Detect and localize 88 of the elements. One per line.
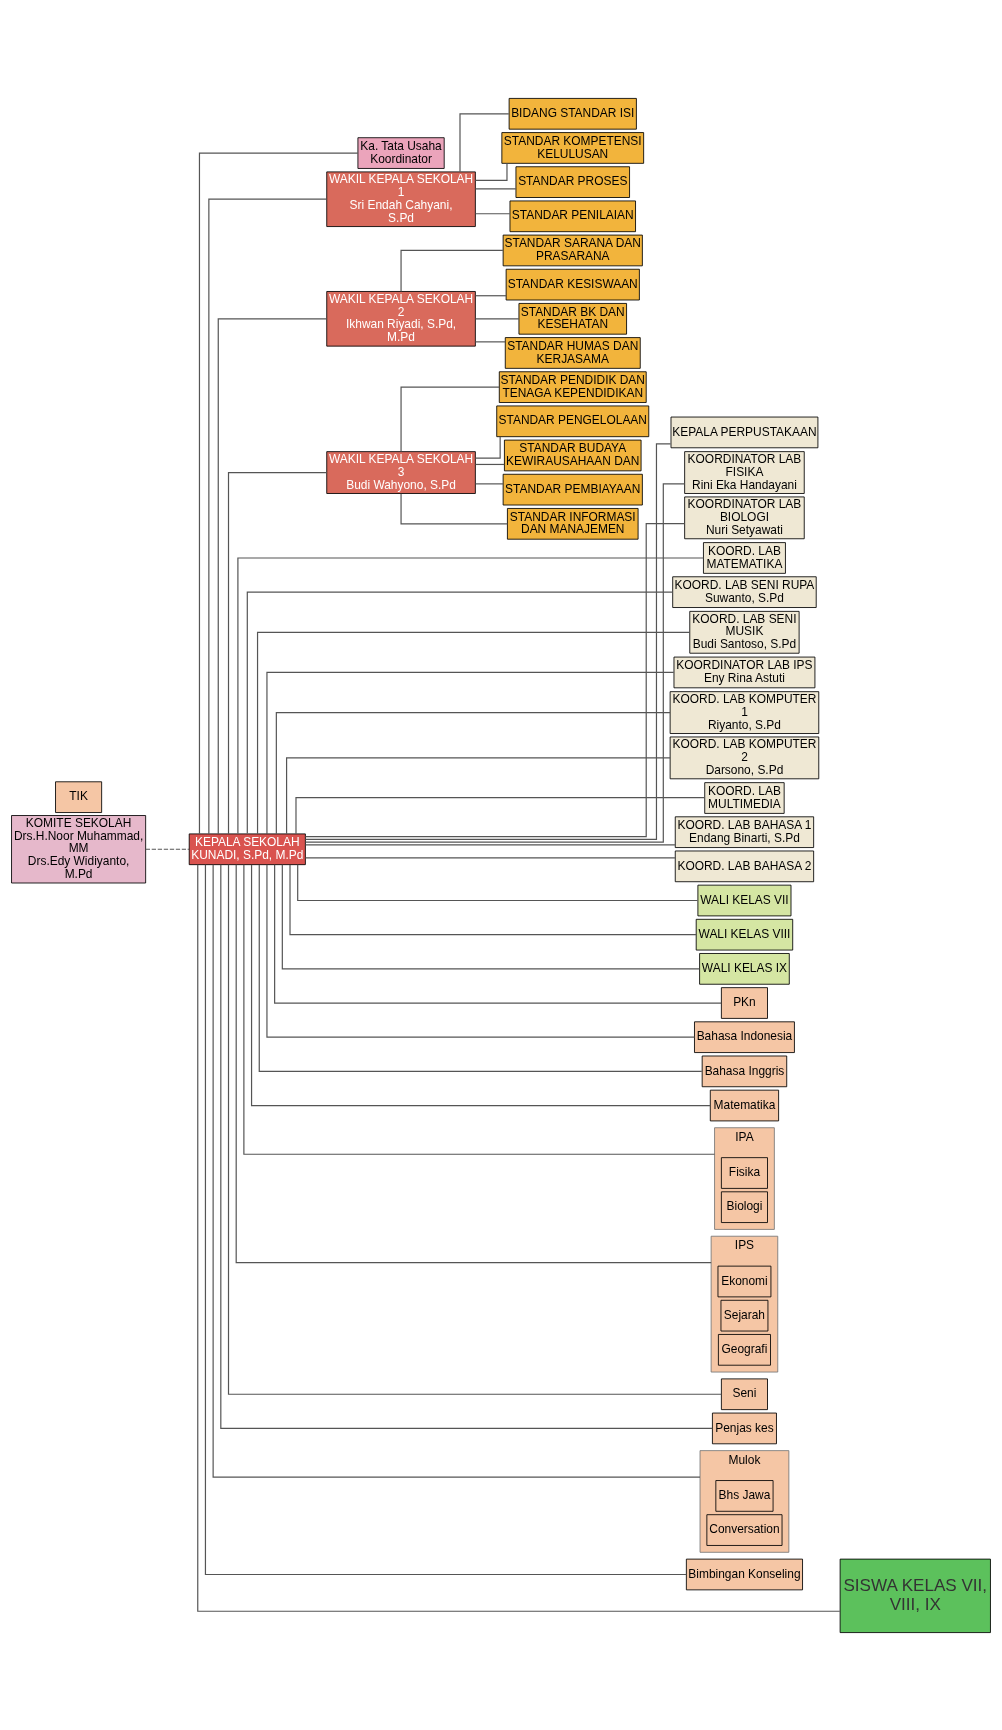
node-box: BIDANG STANDAR ISI bbox=[508, 97, 637, 130]
connector bbox=[475, 482, 504, 484]
node-box: KOORD. LAB SENI MUSIK Budi Santoso, S.Pd bbox=[689, 610, 800, 654]
node-box: KEPALA PERPUSTAKAAN bbox=[670, 416, 819, 448]
connector bbox=[400, 386, 500, 452]
node-box: WALI KELAS IX bbox=[699, 952, 790, 985]
node-box: WAKIL KEPALA SEKOLAH 1 Sri Endah Cahyani, S.Pd bbox=[326, 170, 476, 227]
node-box: WAKIL KEPALA SEKOLAH 3 Budi Wahyono, S.Pd bbox=[326, 450, 476, 494]
connector bbox=[474, 436, 501, 459]
connector bbox=[145, 848, 190, 850]
node-box: Geografi bbox=[717, 1333, 771, 1366]
connector bbox=[237, 556, 704, 834]
connector bbox=[400, 492, 508, 524]
connector bbox=[304, 843, 676, 845]
connector bbox=[235, 863, 712, 1263]
connector bbox=[243, 863, 716, 1155]
connector bbox=[297, 863, 699, 901]
connector bbox=[256, 631, 691, 834]
node-box: Bahasa Inggris bbox=[701, 1055, 788, 1087]
node-box: WAKIL KEPALA SEKOLAH 2 Ikhwan Riyadi, S.Pd, M.Pd bbox=[326, 290, 476, 347]
connector bbox=[274, 863, 722, 1004]
node-box: STANDAR PENGELOLAAN bbox=[496, 405, 650, 437]
connector bbox=[475, 340, 506, 342]
node-box: Ekonomi bbox=[717, 1265, 772, 1297]
connector bbox=[266, 671, 675, 834]
connector bbox=[475, 463, 505, 465]
node-box: Fisika bbox=[720, 1156, 768, 1189]
node-box: KOORDINATOR LAB IPS Eny Rina Astuti bbox=[673, 656, 816, 688]
node-box: SISWA KELAS VII, VIII, IX bbox=[839, 1558, 991, 1633]
node-box: KOORD. LAB KOMPUTER 2 Darsono, S.Pd bbox=[669, 736, 820, 779]
node-box: STANDAR HUMAS DAN KERJASAMA bbox=[504, 336, 641, 369]
connector bbox=[246, 591, 674, 834]
connector bbox=[281, 863, 700, 969]
node-box: KOORD. LAB BAHASA 1 Endang Binarti, S.Pd bbox=[674, 815, 815, 848]
node-box: Penjas kes bbox=[712, 1412, 777, 1444]
connector bbox=[217, 317, 328, 834]
node-box: STANDAR KESISWAAN bbox=[505, 268, 640, 300]
node-box: TIK bbox=[55, 780, 103, 813]
connector bbox=[275, 711, 671, 834]
node-box: STANDAR SARANA DAN PRASARANA bbox=[502, 234, 643, 266]
connector bbox=[208, 198, 328, 834]
node-box: KEPALA SEKOLAH KUNADI, S.Pd, M.Pd bbox=[188, 832, 306, 865]
node-box: STANDAR BK DAN KESEHATAN bbox=[518, 302, 627, 335]
node-box: Seni bbox=[720, 1377, 768, 1410]
connector bbox=[258, 863, 703, 1072]
connector bbox=[474, 162, 508, 181]
node-box: KOORD. LAB MATEMATIKA bbox=[703, 541, 786, 574]
connector bbox=[304, 856, 676, 858]
connector bbox=[198, 152, 359, 834]
node-box: KOORD. LAB MULTIMEDIA bbox=[704, 781, 785, 814]
node-box: Sejarah bbox=[720, 1299, 769, 1331]
connector bbox=[266, 863, 696, 1038]
connector bbox=[289, 863, 697, 935]
node-box: Bahasa Indonesia bbox=[694, 1020, 795, 1053]
node-box: STANDAR PENDIDIK DAN TENAGA KEPENDIDIKAN bbox=[498, 370, 647, 403]
node-box: KOORDINATOR LAB BIOLOGI Nuri Setyawati bbox=[684, 496, 805, 539]
connector bbox=[400, 249, 504, 292]
connector bbox=[475, 294, 507, 296]
node-box: KOORD. LAB BAHASA 2 bbox=[674, 850, 815, 882]
node-box: Biologi bbox=[720, 1190, 768, 1223]
connector bbox=[286, 756, 671, 834]
node-box: KOORD. LAB SENI RUPA Suwanto, S.Pd bbox=[672, 575, 817, 608]
node-box: Conversation bbox=[706, 1513, 783, 1546]
node-box: STANDAR PEMBIAYAAN bbox=[502, 473, 643, 505]
node-box: STANDAR INFORMASI DAN MANAJEMEN bbox=[507, 507, 639, 540]
node-box: Matematika bbox=[709, 1089, 780, 1121]
connector bbox=[250, 863, 711, 1106]
connector bbox=[475, 317, 520, 319]
node-box: KOORDINATOR LAB FISIKA Rini Eka Handayani bbox=[684, 450, 805, 494]
node-box: Bimbingan Konseling bbox=[685, 1558, 803, 1590]
node-box: KOMITE SEKOLAH Drs.H.Noor Muhammad, MM Drs.Edy Widiyanto, M.Pd bbox=[11, 814, 147, 883]
node-box: STANDAR PROSES bbox=[515, 165, 630, 198]
node-box: WALI KELAS VIII bbox=[695, 918, 794, 950]
connector bbox=[204, 863, 687, 1575]
connector bbox=[475, 187, 517, 190]
node-box: STANDAR PENILAIAN bbox=[509, 200, 636, 232]
node-box: WALI KELAS VII bbox=[697, 884, 792, 916]
connector bbox=[295, 796, 706, 834]
connector bbox=[197, 863, 841, 1612]
node-box: Ka. Tata Usaha Koordinator bbox=[357, 136, 445, 169]
node-box: KOORD. LAB KOMPUTER 1 Riyanto, S.Pd bbox=[669, 690, 820, 734]
node-box: STANDAR KOMPETENSI KELULUSAN bbox=[501, 131, 645, 164]
connector bbox=[475, 212, 511, 214]
node-box: Bhs Jawa bbox=[715, 1479, 774, 1512]
connector bbox=[459, 112, 510, 172]
node-box: STANDAR BUDAYA KEWIRAUSAHAAN DAN bbox=[504, 439, 642, 471]
node-box: PKn bbox=[720, 986, 768, 1019]
connector bbox=[227, 471, 328, 834]
